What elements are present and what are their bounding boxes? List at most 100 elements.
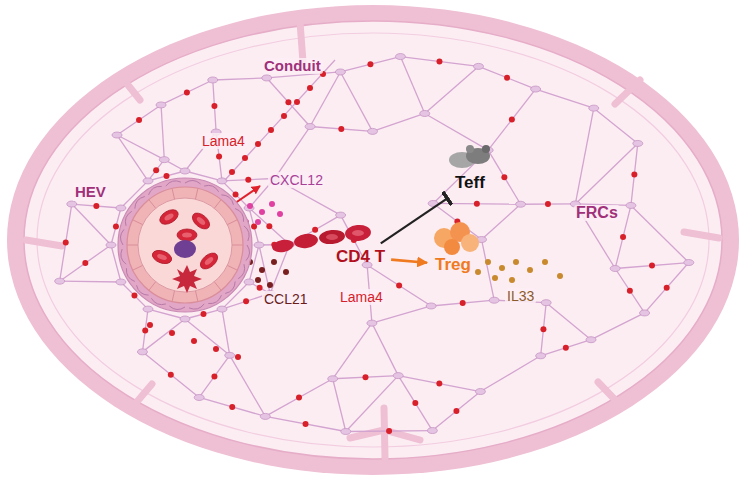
frc-cell <box>393 373 403 379</box>
lama4-dot <box>362 374 368 380</box>
lama4-dot <box>367 61 373 67</box>
frc-cell <box>626 202 636 208</box>
frc-process <box>340 57 400 72</box>
lama4-dot <box>509 117 515 123</box>
frc-cell <box>254 242 264 248</box>
frc-process <box>117 135 164 160</box>
frc-process <box>230 355 266 416</box>
cd4-t-cell: CD4 T <box>333 245 388 269</box>
frc-process <box>372 306 431 323</box>
lama4-dot <box>63 240 69 246</box>
frc-process <box>575 108 593 204</box>
frc-cell <box>262 75 272 81</box>
annotation-label: FRCs <box>574 205 620 221</box>
lama4-dot <box>664 285 670 291</box>
frc-process <box>541 303 547 356</box>
lama4-dot <box>113 224 119 230</box>
frc-process <box>372 323 398 375</box>
frc-cell <box>640 310 650 316</box>
lama4-dot <box>213 346 219 352</box>
lama4-dot <box>303 421 309 427</box>
frc-cell <box>260 413 270 419</box>
node-label: HEV <box>73 183 108 201</box>
lama4-dot <box>474 201 480 207</box>
lama4-dot <box>211 373 217 379</box>
frc-process <box>398 376 480 392</box>
lama4-dot <box>294 99 300 105</box>
frc-cell <box>194 394 204 400</box>
subcapsular-sinus <box>37 33 709 447</box>
frc-process <box>631 205 689 262</box>
frc-process <box>536 89 594 108</box>
il33-dot <box>557 273 563 279</box>
lama4-dot <box>627 288 633 294</box>
frc-cell <box>180 168 190 174</box>
frc-process <box>60 204 72 281</box>
lama4-dot <box>168 372 174 378</box>
lama4-dot <box>153 167 159 173</box>
frc-cell <box>143 178 153 184</box>
frc-process <box>594 108 638 143</box>
lama4-dot <box>307 85 313 91</box>
frc-cell <box>428 200 438 206</box>
frc-process <box>482 240 495 301</box>
frc-process <box>480 356 540 392</box>
frc-cell <box>589 105 599 111</box>
frc-process <box>60 245 111 281</box>
frc-process <box>117 105 161 135</box>
lama4-dot <box>233 191 239 197</box>
node-label: Treg <box>435 255 471 275</box>
lama4-dot <box>93 203 99 209</box>
lama4-dot <box>235 354 241 360</box>
frc-cell <box>137 349 147 355</box>
frc-process <box>431 300 494 306</box>
frc-process <box>310 127 372 132</box>
lama4-dot <box>504 75 510 81</box>
cxcl12-dot <box>277 211 283 217</box>
frc-process <box>631 143 638 205</box>
teff-cell: Teff <box>452 171 488 195</box>
lama4-dot <box>243 298 249 304</box>
frc-process <box>333 323 372 379</box>
frc-cell <box>55 278 65 284</box>
lama4-dot <box>245 177 251 183</box>
frc-process <box>541 340 591 356</box>
annotation-label: CXCL12 <box>268 172 325 188</box>
chemokine-dots <box>63 58 670 434</box>
frc-process <box>615 269 644 313</box>
frc-cell <box>427 428 437 434</box>
lama4-dot <box>312 227 318 233</box>
frc-cell <box>328 376 338 382</box>
frc-process <box>142 319 185 352</box>
il33-dot <box>475 269 481 275</box>
hev-vessel: HEV <box>117 177 253 313</box>
frc-cell <box>586 337 596 343</box>
lama4-dot <box>338 126 344 132</box>
annotation-label: Conduit <box>262 58 323 74</box>
conduit-fiber <box>225 60 335 180</box>
cxcl12-dot <box>269 201 275 207</box>
ccl21-dot <box>255 277 261 283</box>
lama4-dot <box>396 282 402 288</box>
ccl21-dot <box>259 267 265 273</box>
frc-process <box>488 89 535 150</box>
il33-dot <box>499 265 505 271</box>
frc-cell <box>116 205 126 211</box>
frc-cell <box>367 320 377 326</box>
frc-process <box>333 379 346 432</box>
lama4-dot <box>631 171 637 177</box>
frc-process <box>267 78 310 127</box>
lama4-dot <box>142 327 148 333</box>
lama4-dot <box>649 263 655 269</box>
frc-process <box>546 303 591 340</box>
frc-cell <box>67 201 77 207</box>
annotation-label: Lama4 <box>338 289 385 305</box>
frc-process <box>398 376 432 431</box>
lama4-dot <box>563 345 569 351</box>
hev-outline <box>117 177 253 313</box>
node-label: Teff <box>455 173 485 193</box>
ccl21-dot <box>267 282 273 288</box>
frc-process <box>72 204 111 245</box>
frc-network <box>55 54 694 435</box>
lama4-dot <box>436 381 442 387</box>
